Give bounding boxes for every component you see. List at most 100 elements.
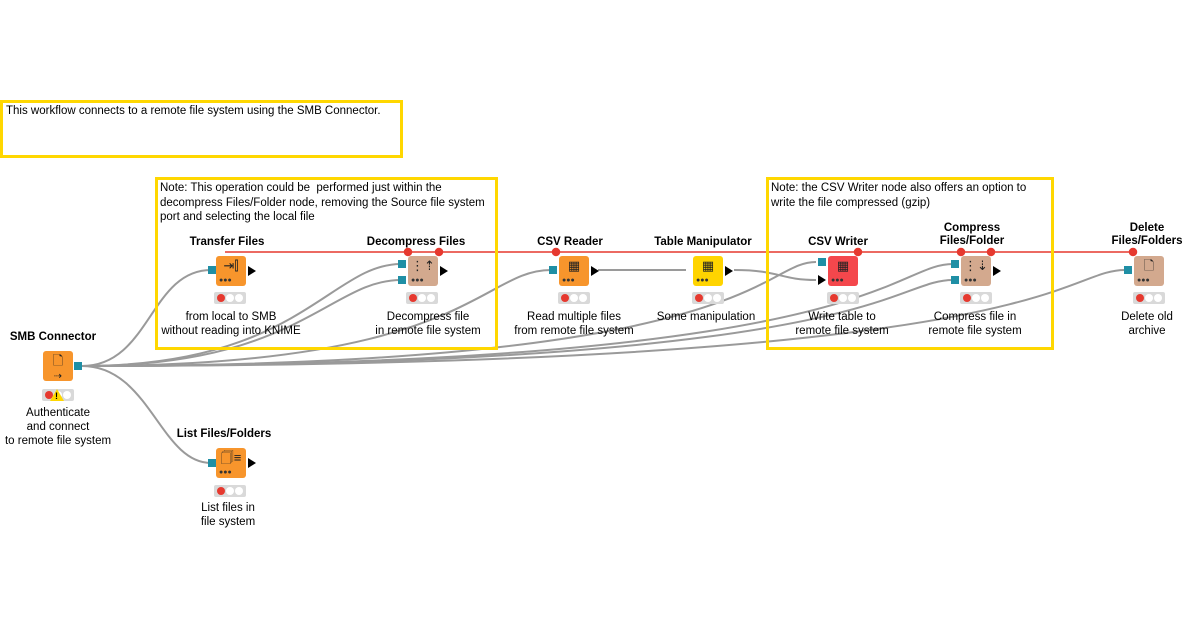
flow-variable-port (986, 247, 996, 257)
status-light (226, 487, 234, 495)
node-dots: ●●● (562, 277, 575, 284)
annotation-text: This workflow connects to a remote file … (6, 105, 381, 117)
status-light (409, 294, 417, 302)
node-title-csv-writer: CSV Writer (808, 236, 868, 248)
flow-variable-port (1128, 247, 1138, 257)
decompress-icon: ⋮⇡ (411, 258, 435, 273)
output-port[interactable] (248, 266, 256, 276)
compress-files-node[interactable]: ⋮⇣ ●●● (961, 256, 991, 286)
fs-input-port[interactable] (951, 260, 959, 268)
node-status-indicator (406, 292, 438, 304)
status-light (1154, 294, 1162, 302)
output-port[interactable] (591, 266, 599, 276)
transfer-note-annotation[interactable]: Note: This operation could be performed … (155, 177, 498, 350)
connection-smb-to-csvwriter (81, 261, 817, 367)
node-dots: ●●● (219, 277, 232, 284)
output-port[interactable] (993, 266, 1001, 276)
fs-input-port[interactable] (549, 266, 557, 274)
annotation-text: Note: the CSV Writer node also offers an… (771, 182, 1027, 209)
node-status-indicator (692, 292, 724, 304)
csv-reader-node[interactable]: ▦ ●●● (559, 256, 589, 286)
flow-variable-port (956, 247, 966, 257)
node-dots: ●●● (411, 277, 424, 284)
smb-connector-node[interactable]: 🗋⇢ (43, 351, 73, 383)
status-light (1145, 294, 1153, 302)
status-light (839, 294, 847, 302)
node-title-transfer-files: Transfer Files (189, 236, 265, 248)
node-dots: ●●● (219, 469, 232, 476)
fs-input-port[interactable] (1124, 266, 1132, 274)
node-title-delete-files: Delete Files/Folders (1111, 222, 1183, 247)
status-light (848, 294, 856, 302)
status-light (830, 294, 838, 302)
csv-writer-node[interactable]: ▦ ●●● (828, 256, 858, 286)
status-light (972, 294, 980, 302)
connection-smb-to-listfiles (81, 365, 212, 464)
csv-writer-icon: ▦ (836, 258, 850, 273)
fs-input-port[interactable] (818, 258, 826, 266)
status-light (235, 487, 243, 495)
fs-output-port[interactable] (74, 362, 82, 370)
transfer-files-node[interactable]: ⇥⫿ ●●● (216, 256, 246, 286)
status-light (45, 391, 53, 399)
node-title-decompress-files: Decompress Files (366, 236, 466, 248)
connection-manipulator-to-writer (733, 269, 817, 281)
status-light (704, 294, 712, 302)
data-input-port[interactable] (818, 275, 826, 285)
csv-writer-note-annotation[interactable]: Note: the CSV Writer node also offers an… (766, 177, 1054, 350)
annotation-text: Note: This operation could be performed … (160, 182, 485, 223)
fs-input-port[interactable] (208, 459, 216, 467)
status-light (963, 294, 971, 302)
delete-files-node[interactable]: 🗋 ●●● (1134, 256, 1164, 286)
fs-input-port[interactable] (208, 266, 216, 274)
csv-reader-icon: ▦ (567, 258, 581, 273)
node-dots: ●●● (964, 277, 977, 284)
output-port[interactable] (725, 266, 733, 276)
workflow-description-annotation[interactable]: This workflow connects to a remote file … (0, 100, 403, 158)
fs-input-port[interactable] (398, 260, 406, 268)
node-label-csv-writer: Write table to remote file system (795, 311, 889, 337)
table-manipulator-icon: ▦ (701, 258, 715, 273)
status-light (217, 294, 225, 302)
status-light (226, 294, 234, 302)
fs-input-port[interactable] (951, 276, 959, 284)
status-light (63, 391, 71, 399)
status-light (1136, 294, 1144, 302)
node-status-indicator (214, 485, 246, 497)
node-status-indicator (827, 292, 859, 304)
table-manipulator-node[interactable]: ▦ ●●● (693, 256, 723, 286)
output-port[interactable] (248, 458, 256, 468)
list-files-icon: 🗍≡ (220, 450, 242, 465)
node-label-transfer-files: from local to SMB without reading into K… (161, 311, 301, 337)
output-port[interactable] (440, 266, 448, 276)
warning-icon (50, 389, 64, 401)
node-label-delete-files: Delete old archive (1121, 311, 1173, 337)
decompress-files-node[interactable]: ⋮⇡ ●●● (408, 256, 438, 286)
node-title-table-manipulator: Table Manipulator (654, 236, 752, 248)
status-light (235, 294, 243, 302)
node-dots: ●●● (831, 277, 844, 284)
node-label-compress-files: Compress file in remote file system (928, 311, 1022, 337)
delete-files-icon: 🗋 (1143, 258, 1155, 273)
smb-connector-icon: 🗋⇢ (52, 353, 64, 383)
fs-input-port[interactable] (398, 276, 406, 284)
status-light (418, 294, 426, 302)
status-light (579, 294, 587, 302)
node-dots: ●●● (696, 277, 709, 284)
connection-smb-to-csvreader (81, 269, 552, 367)
flow-variable-port (434, 247, 444, 257)
flow-variable-port (551, 247, 561, 257)
node-title-compress-files: Compress Files/Folder (939, 222, 1005, 247)
flow-variable-port (853, 247, 863, 257)
status-light (695, 294, 703, 302)
status-light (570, 294, 578, 302)
node-label-csv-reader: Read multiple files from remote file sys… (514, 311, 634, 337)
status-light (561, 294, 569, 302)
connection-smb-to-decompress-b (81, 279, 402, 367)
status-light (981, 294, 989, 302)
node-title-list-files: List Files/Folders (176, 428, 272, 440)
node-label-smb-connector: Authenticate and connect to remote file … (4, 407, 112, 447)
status-light (427, 294, 435, 302)
list-files-node[interactable]: 🗍≡ ●●● (216, 448, 246, 478)
